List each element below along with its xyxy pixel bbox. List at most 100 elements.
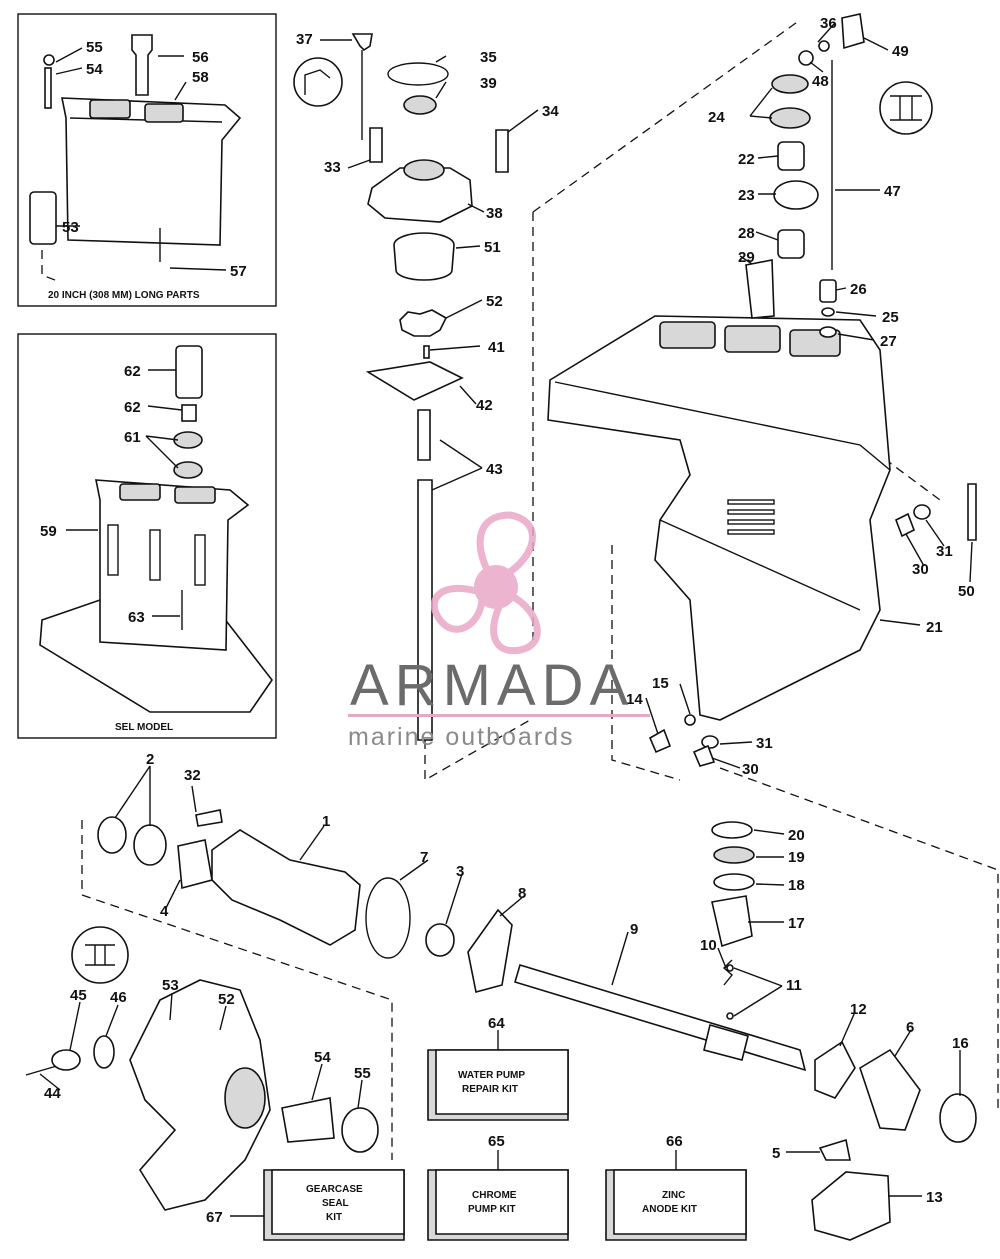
kit-73-line2: SEAL [322,1198,349,1209]
callout-5: 5 [772,1145,780,1162]
callout-38: 38 [486,205,503,222]
callout-31-lower: 31 [756,735,773,752]
brand-name: ARMADA [350,653,634,718]
propeller-logo-icon [430,511,541,655]
kit-zinc-anode: ZINC ANODE KIT [605,1169,747,1241]
callout-50: 51 [484,239,501,256]
callout-49: 49 [892,43,909,60]
callout-labels: 55 54 56 58 53 57 62 62 61 59 63 37 35 3… [40,15,975,1226]
callout-35: 35 [480,49,497,66]
callout-57: 53 [62,219,79,236]
kit-68-line2: PUMP KIT [468,1204,516,1215]
callout-9: 9 [630,921,638,938]
armada-watermark: ARMADA marine outboards [348,511,650,751]
callout-1: 1 [322,813,330,830]
callout-45: 45 [70,987,87,1004]
callout-65: 62 [124,363,141,380]
propeller [129,979,271,1211]
callout-54: 55 [354,1065,371,1082]
callout-17: 17 [788,915,805,932]
reverse-gear [467,908,513,993]
kit-68-line1: CHROME [472,1190,517,1201]
callout-30-lower: 30 [742,761,759,778]
shift-cradle [811,1171,891,1241]
callout-68: 65 [488,1133,505,1150]
callout-51: 52 [218,991,235,1008]
callout-67: 64 [488,1015,505,1032]
callout-13: 13 [926,1189,943,1206]
callout-15: 15 [652,675,669,692]
callout-73: 67 [206,1209,223,1226]
callout-59: 55 [86,39,103,56]
callout-62: 58 [192,69,209,86]
seal-detail-icon-2 [71,926,129,984]
leader-lines [39,23,973,1217]
callout-4: 4 [160,903,169,920]
callout-21: 21 [926,619,943,636]
callout-24: 24 [708,109,725,126]
lower-unit-assembly [25,767,999,1241]
callout-55: 50 [958,583,975,600]
callout-52: 53 [162,977,179,994]
callout-34: 34 [542,103,559,120]
seal-detail-icon [293,57,343,107]
callout-25: 25 [882,309,899,326]
callout-58: 54 [86,61,103,78]
long-water-tube [131,34,153,96]
callout-12: 12 [850,1001,867,1018]
callout-18: 18 [788,877,805,894]
callout-39: 39 [480,75,497,92]
impeller [399,309,448,337]
callout-33: 33 [324,159,341,176]
driveshaft-upper [417,409,431,461]
callout-56: 52 [486,293,503,310]
callout-14: 14 [626,691,643,708]
long-driveshaft-housing [61,97,242,246]
callout-26: 26 [850,281,867,298]
callout-2: 2 [146,751,154,768]
callout-63: 61 [124,429,141,446]
callout-6: 6 [906,1019,914,1036]
callout-8: 8 [518,885,526,902]
inset-sel-model: SEL MODEL [17,333,277,739]
bearing-housing [211,829,361,946]
callout-3: 3 [456,863,464,880]
callout-36: 36 [820,15,837,32]
callout-41: 41 [488,339,505,356]
callout-30-upper: 30 [912,561,929,578]
kit-water-pump: WATER PUMP REPAIR KIT [427,1049,569,1121]
driveshaft [417,479,433,741]
callout-31-upper: 31 [936,543,953,560]
callout-42: 42 [476,397,493,414]
callout-20: 20 [788,827,805,844]
kit-gearcase-seal: GEARCASE SEAL KIT [263,1169,405,1241]
callout-7: 7 [420,849,428,866]
callout-64: 62 [124,399,141,416]
callout-66: 63 [128,609,145,626]
callout-16: 16 [952,1035,969,1052]
callout-28: 28 [738,225,755,242]
callout-37: 37 [296,31,313,48]
long-parts-caption: 20 INCH (308 MM) LONG PARTS [48,290,200,301]
brand-underline [348,714,650,717]
long-spacer [29,191,57,245]
sel-driveshaft-housing [95,479,250,651]
sel-caption: SEL MODEL [115,722,173,733]
callout-32: 32 [184,767,201,784]
callout-46: 46 [110,989,127,1006]
brand-tagline: marine outboards [348,723,575,751]
impeller-housing [393,232,455,281]
callout-53: 54 [314,1049,331,1066]
kit-73-line3: KIT [326,1212,342,1223]
callout-22: 22 [738,151,755,168]
callout-23: 23 [738,187,755,204]
callout-27: 27 [880,333,897,350]
forward-gear [859,1048,921,1131]
callout-44: 44 [44,1085,61,1102]
callout-48: 48 [812,73,829,90]
callout-62-sel: 59 [40,523,57,540]
pump-plate [365,361,464,401]
kit-69-line1: ZINC [662,1190,685,1201]
kit-67-line1: WATER PUMP [458,1070,525,1081]
